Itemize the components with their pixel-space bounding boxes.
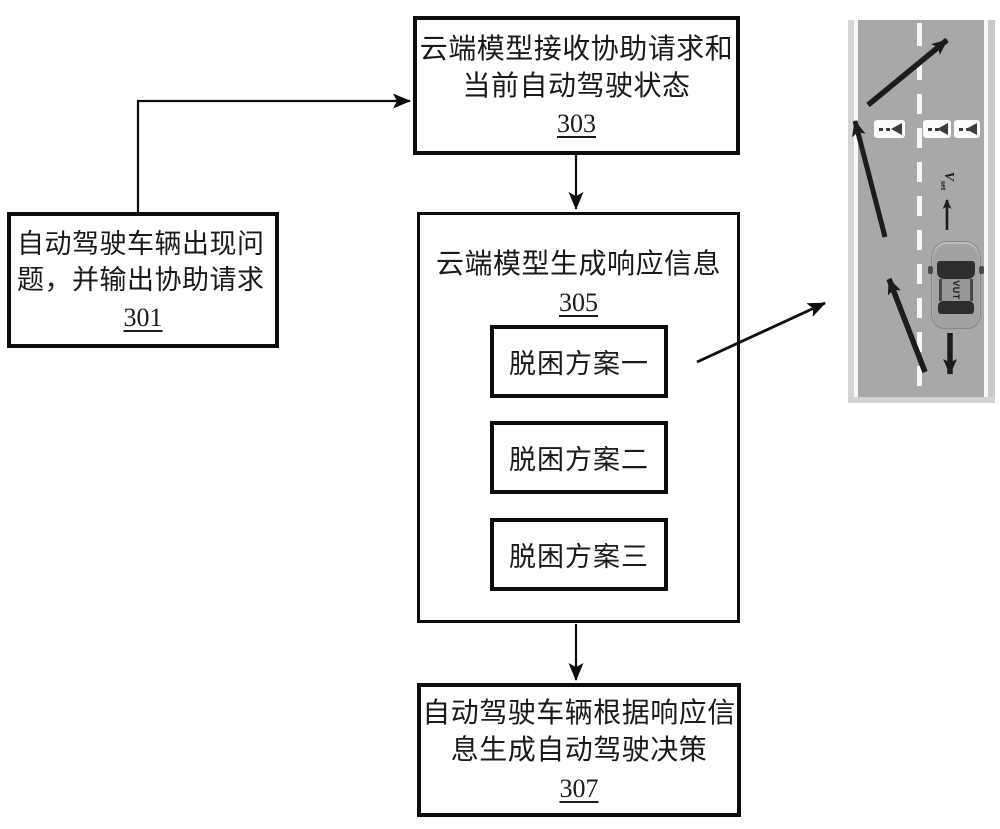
left-escape-arrow [851,120,888,238]
road-left-line [854,20,858,397]
road-right-line [984,20,988,397]
traffic-barrier-icon [954,120,980,138]
plan-3-label: 脱困方案三 [509,542,649,572]
road-left-shoulder [848,20,854,397]
step-box-307: 自动驾驶车辆根据响应信息生成自动驾驶决策 307 [417,683,741,817]
vehicle-under-test: VUT [928,242,984,328]
car-label: VUT [951,280,961,300]
road-center-dashed-line [917,20,922,397]
traffic-barrier-icon [874,120,905,138]
car-rear-window [938,301,974,314]
step-301-ref: 301 [123,302,163,332]
step-301-text: 自动驾驶车辆出现问题，并输出协助请求 [17,229,265,295]
road-scene: Vset VUT [848,20,995,397]
step-box-301: 自动驾驶车辆出现问题，并输出协助请求 301 [7,212,279,348]
connector-301-to-303 [136,93,411,212]
step-307-ref: 307 [559,773,599,803]
lane-change-arrow [866,37,949,108]
road-right-shoulder [988,20,995,397]
target-speed-label: Vset [937,167,959,195]
plan-box-2: 脱困方案二 [490,421,668,494]
step-303-text: 云端模型接收协助请求和当前自动驾驶状态 [419,33,734,102]
car-roof: VUT [939,279,973,301]
speed-symbol: V [941,171,957,181]
plan-box-3: 脱困方案三 [490,518,668,591]
plan-2-label: 脱困方案二 [509,445,649,475]
plan-1-label: 脱困方案一 [509,349,649,379]
car-windshield [937,261,975,279]
road-bottom-edge [848,397,995,403]
step-305-ref: 305 [559,287,598,317]
step-307-text: 自动驾驶车辆根据响应信息生成自动驾驶决策 [422,698,736,766]
car-mirror-left [928,266,933,274]
traffic-barrier-icon [923,120,951,138]
step-303-ref: 303 [557,109,596,139]
step-305-title: 云端模型生成响应信息 [435,249,721,280]
car-mirror-right [979,266,984,274]
plan-box-1: 脱困方案一 [490,325,668,398]
speed-subscript: set [939,181,949,191]
step-box-303: 云端模型接收协助请求和当前自动驾驶状态 303 [413,16,740,155]
